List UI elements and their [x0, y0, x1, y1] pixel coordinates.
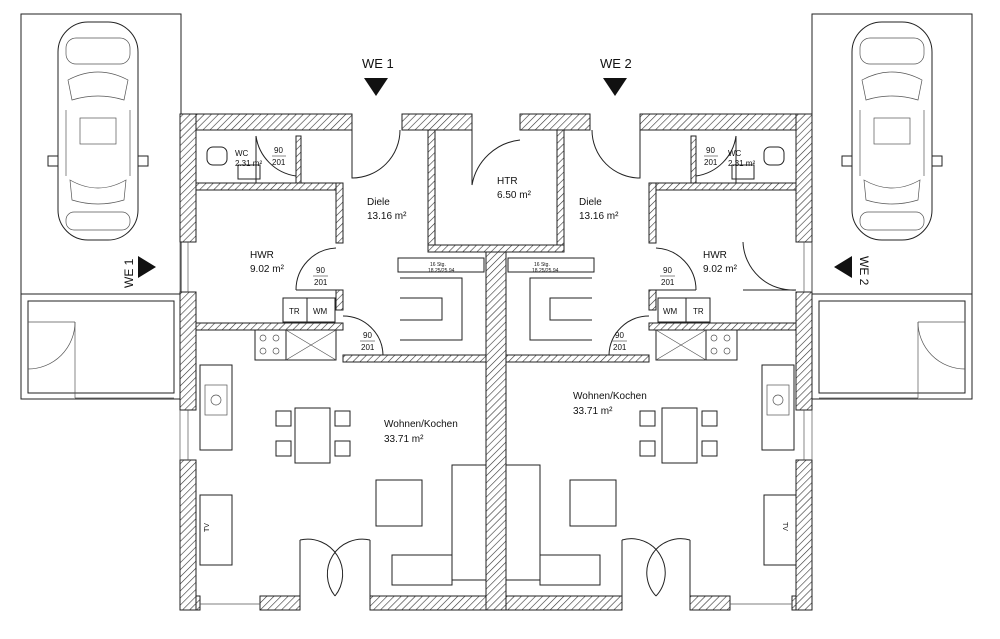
door-dim-h: 201	[314, 278, 328, 287]
wohnen-area-left: 33.71 m²	[384, 434, 424, 445]
sink-left	[210, 394, 222, 406]
hwr-area-left: 9.02 m²	[250, 264, 285, 275]
diele-name-left: Diele	[367, 197, 390, 208]
cooktop-right	[710, 334, 731, 355]
door-dim-h: 201	[272, 158, 286, 167]
door-dimension-hwr-left: 90 201	[313, 266, 328, 287]
entrance-arrow-right	[603, 78, 627, 96]
stairs-ratio-right: 18.25/25.94	[532, 268, 559, 274]
door-dimension-wc-left: 90 201	[272, 146, 286, 167]
wm-label-right: WM	[663, 307, 678, 316]
door-dim-w: 90	[615, 331, 624, 340]
door-dimension-diele-left: 90 201	[360, 331, 375, 352]
door-dimension-diele-right: 90 201	[612, 331, 627, 352]
wm-label-left: WM	[313, 307, 328, 316]
diele-area-left: 13.16 m²	[367, 211, 407, 222]
entrance-label-left: WE 1	[362, 56, 394, 71]
tr-label-right: TR	[693, 307, 704, 316]
outer-walls	[179, 113, 813, 611]
stairs-steps-left: 16 Stg.	[430, 262, 446, 268]
htr-name: HTR	[497, 176, 518, 187]
sink-right	[772, 394, 784, 406]
parking-label-right: WE 2	[857, 256, 871, 286]
windows	[179, 242, 813, 605]
stairs	[397, 257, 595, 341]
cooktop-left	[259, 334, 280, 355]
parking-arrow-right	[834, 256, 852, 278]
car-left	[47, 21, 149, 241]
wohnen-area-right: 33.71 m²	[573, 406, 613, 417]
wc-area-right: 2.31 m²	[728, 159, 755, 168]
car-right	[841, 21, 943, 241]
door-dimension-wc-right: 90 201	[704, 146, 718, 167]
stairs-ratio-left: 18.25/25.94	[428, 268, 455, 274]
htr-area: 6.50 m²	[497, 190, 532, 201]
tv-label-right: TV	[781, 522, 788, 531]
door-dim-h: 201	[661, 278, 675, 287]
door-dim-w: 90	[706, 146, 715, 155]
door-dimension-hwr-right: 90 201	[660, 266, 675, 287]
door-dim-h: 201	[613, 343, 627, 352]
door-dim-w: 90	[663, 266, 672, 275]
parking-arrow-left	[138, 256, 156, 278]
hwr-name-left: HWR	[250, 250, 274, 261]
door-dim-w: 90	[274, 146, 283, 155]
door-dim-h: 201	[704, 158, 718, 167]
entrance-arrow-left	[364, 78, 388, 96]
wc-name-right: WC	[728, 149, 742, 158]
diele-name-right: Diele	[579, 197, 602, 208]
inner-walls	[195, 129, 797, 363]
wc-name-left: WC	[235, 149, 249, 158]
door-dim-h: 201	[361, 343, 375, 352]
tr-label-left: TR	[289, 307, 300, 316]
hwr-name-right: HWR	[703, 250, 727, 261]
furniture	[199, 146, 797, 586]
parking-label-left: WE 1	[122, 258, 136, 288]
wohnen-name-right: Wohnen/Kochen	[573, 391, 647, 402]
tv-label-left: TV	[204, 523, 211, 532]
wc-area-left: 2.31 m²	[235, 159, 262, 168]
stairs-steps-right: 16 Stg.	[534, 262, 550, 268]
wohnen-name-left: Wohnen/Kochen	[384, 419, 458, 430]
entrance-label-right: WE 2	[600, 56, 632, 71]
diele-area-right: 13.16 m²	[579, 211, 619, 222]
hwr-area-right: 9.02 m²	[703, 264, 738, 275]
doors	[255, 129, 797, 610]
door-dim-w: 90	[316, 266, 325, 275]
door-dim-w: 90	[363, 331, 372, 340]
